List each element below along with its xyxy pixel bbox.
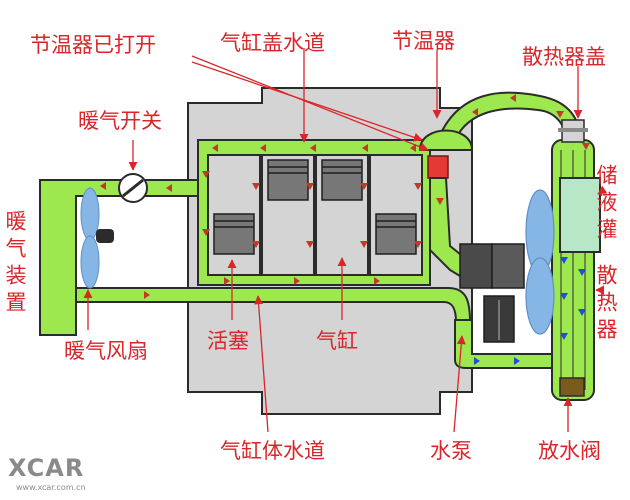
piston-4 <box>375 213 417 255</box>
heater-switch-valve <box>118 173 148 203</box>
label-head-water-jacket: 气缸盖水道 <box>220 31 325 55</box>
label-heater-switch: 暖气开关 <box>78 109 162 133</box>
label-water-pump: 水泵 <box>430 439 472 463</box>
drain-valve-icon <box>559 377 585 397</box>
label-heater-fan: 暖气风扇 <box>64 339 148 363</box>
label-cylinder: 气缸 <box>316 329 358 353</box>
radiator-cap-icon <box>558 119 588 143</box>
label-thermostat: 节温器 <box>392 29 455 53</box>
flow-arrows <box>100 94 590 299</box>
label-reservoir: 储液灌 <box>594 164 618 245</box>
label-radiator: 散热器 <box>594 264 618 345</box>
label-heater-core: 暖气装置 <box>3 210 27 318</box>
heater-pipe-inner <box>54 196 66 316</box>
xcar-logo-text: XCAR <box>8 454 84 482</box>
radiator-fan-icon <box>525 189 555 335</box>
lower-radiator-hose <box>454 319 553 369</box>
xcar-logo-url: www.xcar.com.cn <box>16 483 86 492</box>
label-piston: 活塞 <box>207 329 249 353</box>
thermostat-housing <box>418 129 474 151</box>
water-pump-icon <box>459 243 525 343</box>
piston-2 <box>267 159 309 201</box>
label-drain-valve: 放水阀 <box>538 439 601 463</box>
pistons <box>213 159 417 255</box>
leader-lines <box>83 48 608 433</box>
heater-core <box>39 179 199 336</box>
piston-1 <box>213 213 255 255</box>
label-thermostat-open: 节温器已打开 <box>30 33 156 57</box>
flow-arrows-cool <box>474 257 586 365</box>
label-block-water-jacket: 气缸体水道 <box>220 439 325 463</box>
label-radiator-cap: 散热器盖 <box>522 45 606 69</box>
xcar-logo: XCAR www.xcar.com.cn <box>8 454 86 492</box>
piston-3 <box>321 159 363 201</box>
thermostat-icon <box>427 155 449 179</box>
heater-fan-icon <box>80 187 114 289</box>
reservoir-tank <box>559 177 601 253</box>
